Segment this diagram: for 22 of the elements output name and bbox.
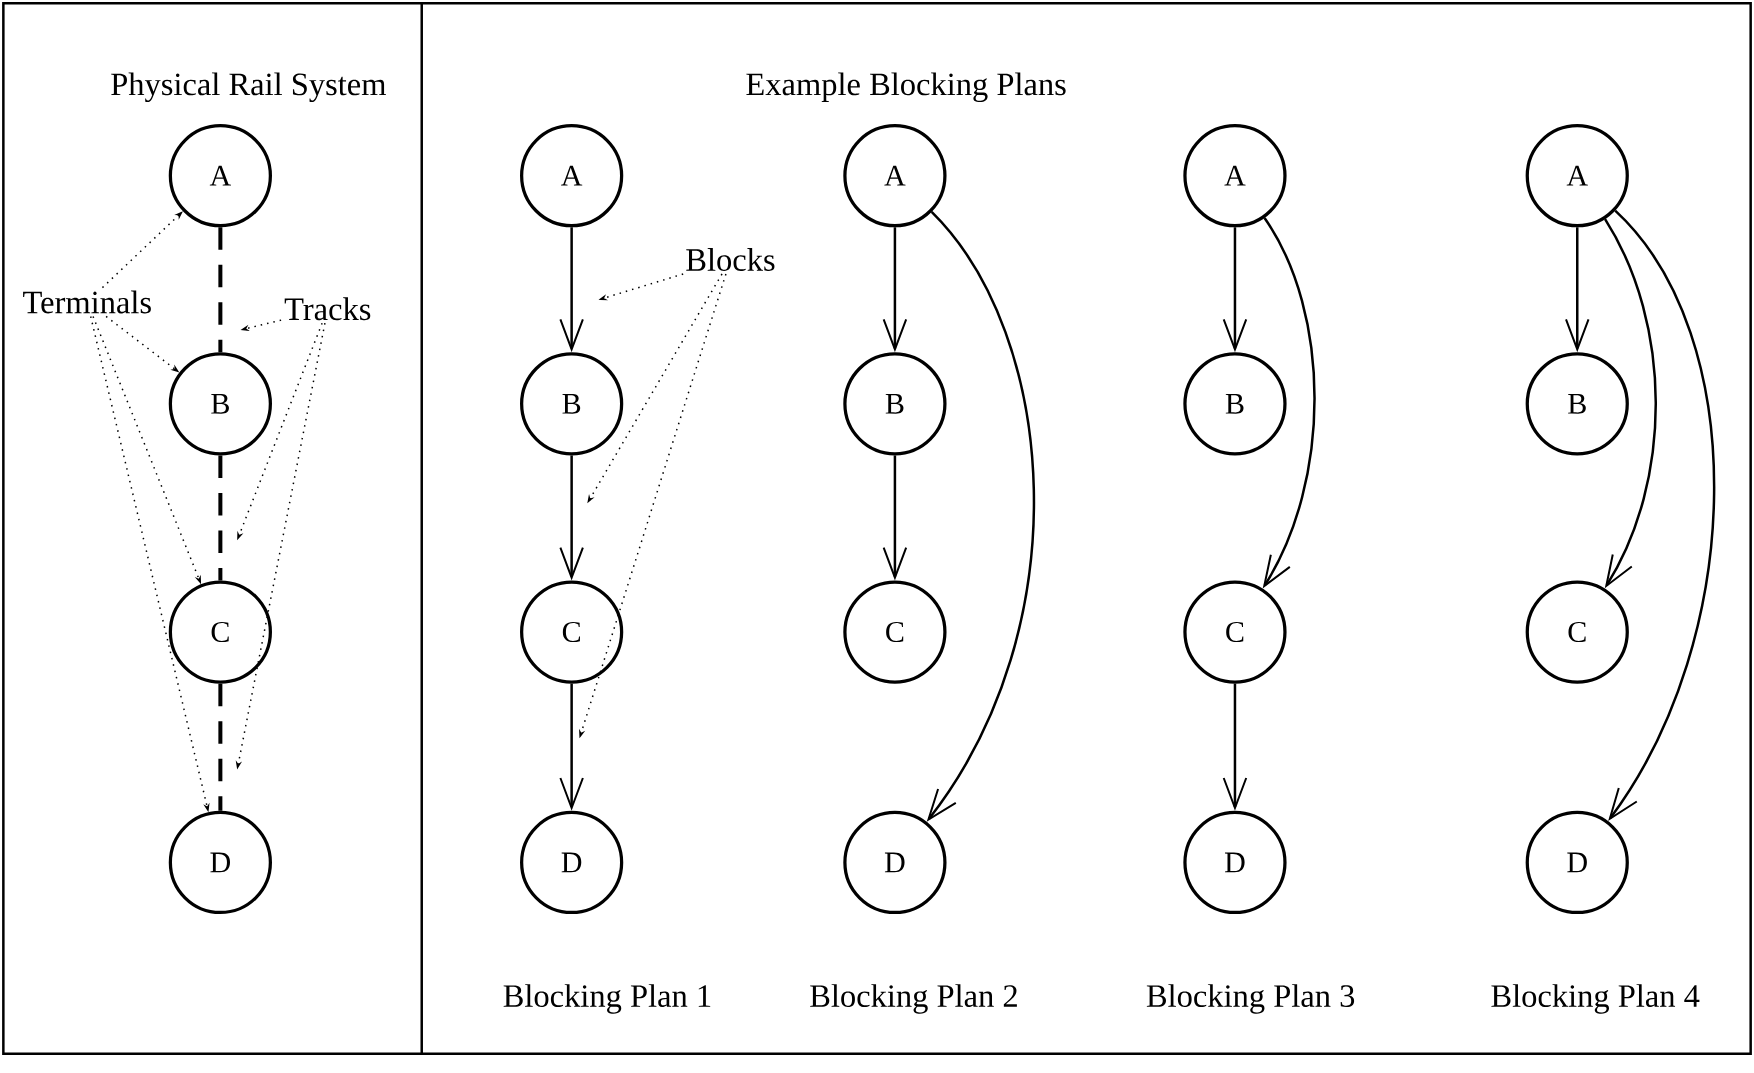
callout-text: Terminals xyxy=(23,290,151,314)
arrow xyxy=(1222,683,1248,811)
arrow xyxy=(1565,227,1590,353)
arrow xyxy=(882,455,908,581)
arrow xyxy=(1608,209,1716,822)
track-line xyxy=(218,455,223,581)
plan-caption: Blocking Plan 4 xyxy=(1491,984,1700,1014)
arrow xyxy=(882,227,908,353)
arrow xyxy=(926,211,1036,822)
plan-caption: Blocking Plan 1 xyxy=(503,984,711,1014)
callout-text: Tracks xyxy=(284,297,371,321)
plan-caption: Blocking Plan 2 xyxy=(810,984,1017,1014)
arrow xyxy=(1262,217,1316,589)
arrow xyxy=(559,455,584,581)
arrow xyxy=(1604,218,1657,589)
plan-caption: Blocking Plan 3 xyxy=(1146,984,1355,1014)
arrow xyxy=(559,227,584,353)
track-line xyxy=(218,683,223,811)
callout-text: Blocks xyxy=(686,248,775,272)
arrow xyxy=(559,683,584,811)
arrow xyxy=(1222,227,1248,353)
track-line xyxy=(218,227,223,353)
